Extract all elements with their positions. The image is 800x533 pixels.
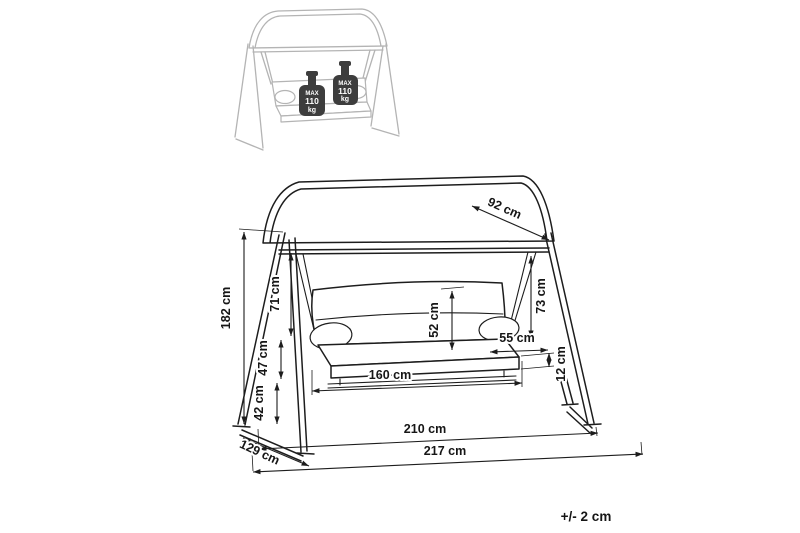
dim-label-backrest-height: 52 cm bbox=[427, 302, 441, 337]
max-load-unit: kg bbox=[308, 107, 316, 114]
dim-ground-clearance: 42 cm bbox=[250, 383, 280, 424]
dim-line-base-depth bbox=[242, 437, 310, 467]
main-swing-drawing bbox=[232, 175, 602, 462]
dim-seat-width: 160 cm bbox=[311, 361, 523, 395]
dim-line-total-width bbox=[252, 451, 644, 475]
dim-backrest-height: 52 cm bbox=[425, 286, 465, 350]
dim-seat-side-height: 47 cm bbox=[254, 338, 284, 379]
dim-label-front-hanging-height: 71 cm bbox=[268, 276, 282, 311]
thumb-right-legs bbox=[370, 43, 400, 137]
max-load-text: MAX bbox=[305, 91, 318, 97]
dim-label-inner-base-width: 210 cm bbox=[404, 422, 446, 436]
max-load-badge-left: MAX 110 kg bbox=[299, 71, 325, 116]
dim-label-base-depth: 129 cm bbox=[238, 437, 282, 468]
weight-jug-icon bbox=[299, 85, 325, 116]
extension-line bbox=[440, 286, 465, 290]
seat-front-edge bbox=[330, 356, 520, 379]
weight-jug-icon bbox=[306, 71, 318, 76]
dim-front-hanging-height: 71 cm bbox=[266, 253, 294, 336]
thumb-pillow-left bbox=[274, 89, 296, 105]
tolerance-note: +/- 2 cm bbox=[561, 509, 612, 524]
dim-label-total-height: 182 cm bbox=[219, 287, 233, 329]
extension-line bbox=[238, 228, 284, 233]
dim-total-height: 182 cm bbox=[217, 228, 284, 424]
dim-label-seat-width: 160 cm bbox=[369, 368, 411, 382]
weight-jug-icon bbox=[339, 61, 351, 66]
dim-line-inner-base-width bbox=[258, 430, 599, 452]
dim-total-width: 217 cm bbox=[251, 441, 644, 475]
seat-bench bbox=[309, 280, 520, 389]
thumb-chains bbox=[260, 49, 376, 85]
thumb-canopy bbox=[248, 8, 388, 53]
hanging-bar bbox=[278, 247, 550, 255]
weight-jug-icon bbox=[333, 75, 358, 105]
max-load-unit: kg bbox=[341, 96, 349, 103]
thumb-left-legs bbox=[234, 43, 264, 151]
weight-jug-icon bbox=[308, 75, 316, 87]
thumbnail-swing: MAX 110 kg MAX 110 kg bbox=[234, 8, 400, 151]
dim-label-seat-side-height: 47 cm bbox=[256, 340, 270, 375]
frame-legs-left bbox=[232, 232, 315, 462]
dim-seat-thickness: 12 cm bbox=[520, 344, 570, 384]
chains bbox=[295, 251, 537, 335]
dim-label-seat-depth: 55 cm bbox=[499, 331, 534, 345]
weight-jug-icon bbox=[341, 65, 349, 77]
dim-label-total-width: 217 cm bbox=[424, 444, 466, 458]
dim-line-canopy-depth bbox=[471, 205, 550, 241]
max-load-text: MAX bbox=[338, 81, 351, 87]
max-load-value: 110 bbox=[338, 86, 352, 96]
dim-label-canopy-depth: 92 cm bbox=[486, 195, 524, 222]
dim-line-seat-width bbox=[311, 380, 523, 394]
dim-label-rear-hanging-height: 73 cm bbox=[534, 278, 548, 313]
dim-label-ground-clearance: 42 cm bbox=[252, 385, 266, 420]
frame-legs-right bbox=[544, 232, 602, 434]
thumb-seat-edge bbox=[280, 110, 372, 123]
max-load-badge-right: MAX 110 kg bbox=[333, 61, 358, 105]
dim-line-seat-depth bbox=[489, 347, 549, 355]
dimension-annotations: 182 cm 71 cm 47 cm 42 cm 52 cm 92 cm 73 … bbox=[217, 193, 644, 475]
max-load-value: 110 bbox=[305, 96, 319, 106]
dim-rear-hanging-height: 73 cm bbox=[528, 256, 550, 338]
dim-label-seat-thickness: 12 cm bbox=[554, 346, 568, 381]
dim-inner-base-width: 210 cm bbox=[257, 420, 599, 453]
dim-seat-depth: 55 cm bbox=[489, 329, 549, 355]
backrest-crease bbox=[315, 312, 504, 321]
